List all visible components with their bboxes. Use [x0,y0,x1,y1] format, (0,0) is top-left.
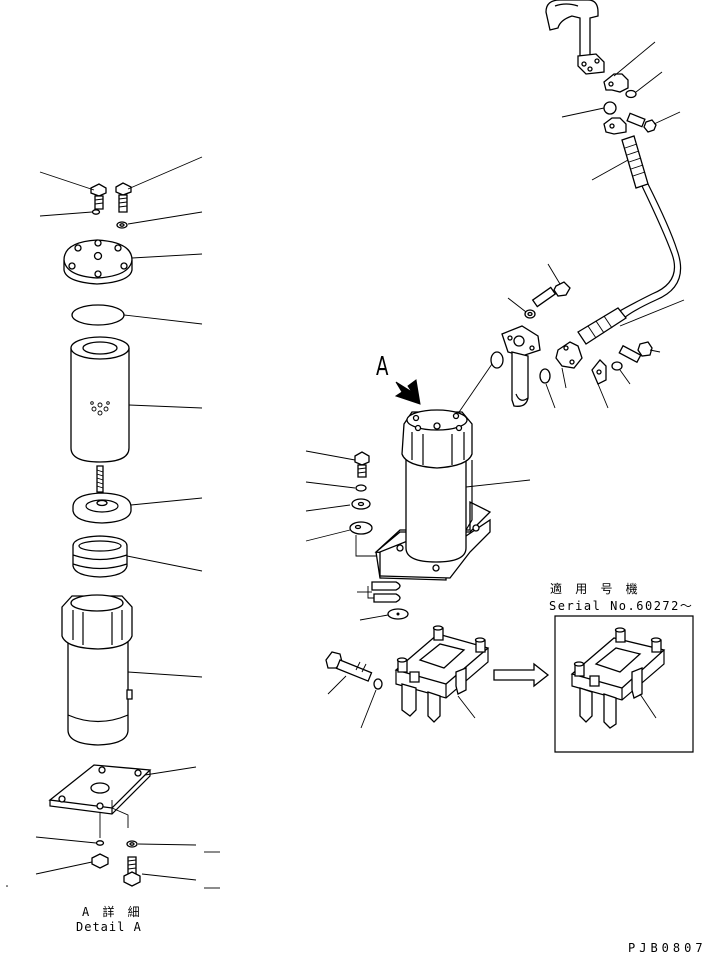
hose-fitting-bottom [556,308,626,368]
filter-assembly [376,380,490,580]
detail-a-exploded-view [6,157,220,888]
bottom-nut-left [92,854,108,868]
o-ring-top [604,102,616,114]
mounting-fasteners [306,451,530,556]
mount-flat-washer [352,499,370,509]
cap-bolt-right [116,183,131,212]
bolt-adapter [533,282,570,307]
cap-bolt-left [91,184,106,209]
split-flange-lower [604,118,626,134]
filter-cap [64,240,132,284]
small-washer-left [93,210,100,214]
support-bracket [396,626,488,722]
mount-bolt [355,452,369,477]
rubber-mounts [357,582,400,602]
mount-spring-washer [356,485,366,491]
spring-washer-right [117,222,127,228]
hose [618,184,681,318]
detail-a-leader-lines [6,157,220,888]
bracket-washer [374,679,382,689]
hose-fitting-top [622,136,648,188]
view-direction-arrow [396,380,420,404]
o-ring [72,305,124,325]
bottom-washer-right [127,841,137,847]
bracket-bolt [326,652,372,681]
hollow-right-arrow [494,664,548,686]
detail-caption-english: Detail A [76,920,142,934]
mount-plate-washer [350,522,372,534]
bolt-top-right [627,113,656,132]
bolt-bottom-right [619,342,652,362]
detail-caption-japanese: A 詳 細 [82,905,143,919]
split-flange-top [604,74,628,92]
piping-leader-lines [455,42,684,418]
washer-bottom [612,362,622,370]
serial-inset [555,616,693,752]
elbow-pipe-top [546,0,604,74]
drawing-number: PJB0807 [628,941,707,955]
elbow-adapter [502,326,540,406]
bottom-bolt-right [124,857,140,886]
element-emblem [91,402,110,415]
bottom-washer-left [97,841,104,845]
washer-adapter [525,310,535,318]
filter-case [62,595,132,745]
mounting-plate [50,765,150,814]
spring [73,536,127,577]
inset-caption-serial: Serial No.60272～ [549,599,694,613]
o-ring-adapter [491,352,503,368]
filter-element [71,337,129,462]
washer-top [626,91,636,98]
relief-valve-assembly [73,466,131,523]
inset-caption-japanese: 適 用 号 機 [550,582,641,596]
suction-piping [455,0,684,418]
o-ring-bottom [540,369,550,383]
view-label: A [376,352,389,382]
cushion [360,609,408,620]
split-flange-bottom [592,360,606,384]
